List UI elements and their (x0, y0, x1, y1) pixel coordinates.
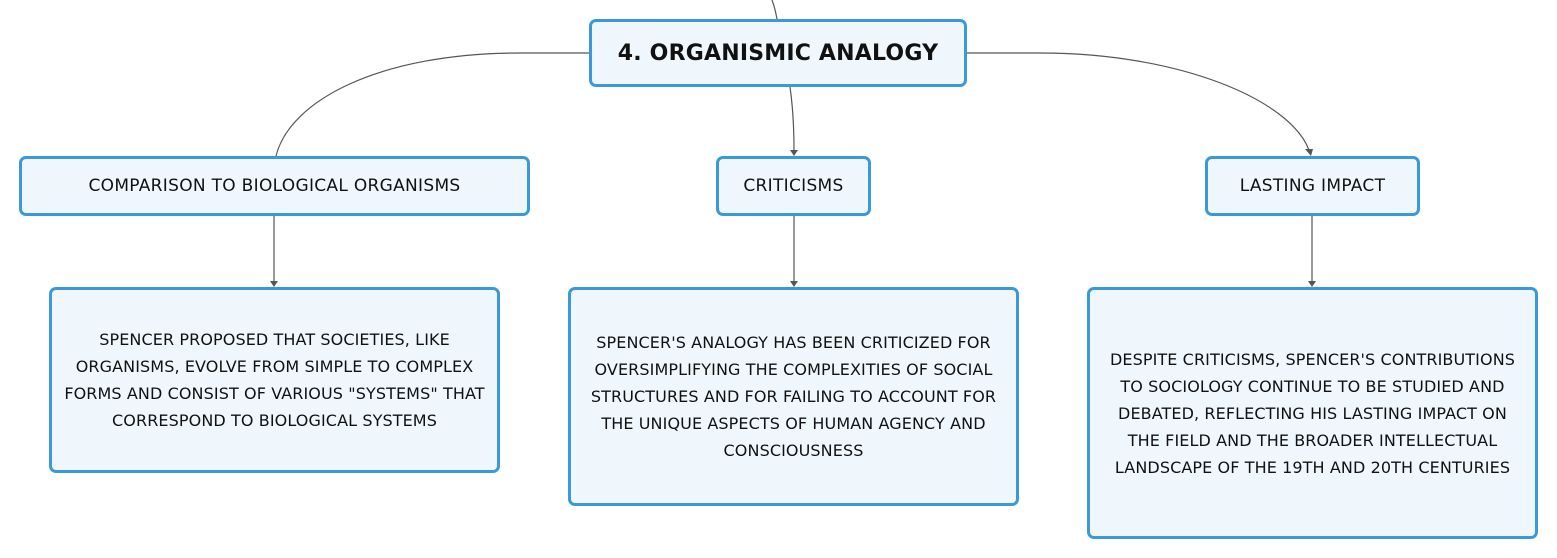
connector-lasting-impact-to-detail-arrow (1308, 281, 1316, 287)
connector-root-to-criticisms-arrow (790, 150, 798, 156)
branch-node-comparison[interactable]: COMPARISON TO BIOLOGICAL ORGANISMS (19, 156, 530, 216)
connector-criticisms-to-detail-arrow (790, 281, 798, 287)
detail-node-text: SPENCER'S ANALOGY HAS BEEN CRITICIZED FO… (590, 333, 997, 460)
connector-root-to-criticisms (789, 86, 795, 151)
detail-node-text: SPENCER PROPOSED THAT SOCIETIES, LIKE OR… (64, 330, 485, 430)
detail-node-criticisms[interactable]: SPENCER'S ANALOGY HAS BEEN CRITICIZED FO… (568, 287, 1019, 506)
detail-node-comparison[interactable]: SPENCER PROPOSED THAT SOCIETIES, LIKE OR… (49, 287, 500, 473)
connector-root-to-lasting-impact-arrow (1305, 149, 1313, 156)
connector-from-parent (771, 0, 778, 20)
branch-node-criticisms[interactable]: CRITICISMS (716, 156, 871, 216)
branch-node-label: LASTING IMPACT (1239, 176, 1386, 196)
root-node[interactable]: 4. ORGANISMIC ANALOGY (589, 19, 967, 87)
detail-node-lasting-impact[interactable]: DESPITE CRITICISMS, SPENCER'S CONTRIBUTI… (1087, 287, 1538, 539)
connector-comparison-to-detail-arrow (270, 281, 278, 287)
connector-root-to-comparison (275, 52, 589, 157)
branch-node-lasting-impact[interactable]: LASTING IMPACT (1205, 156, 1420, 216)
branch-node-label: COMPARISON TO BIOLOGICAL ORGANISMS (88, 176, 461, 196)
detail-node-text: DESPITE CRITICISMS, SPENCER'S CONTRIBUTI… (1109, 349, 1516, 477)
connector-root-to-lasting-impact (967, 52, 1310, 151)
branch-node-label: CRITICISMS (743, 176, 844, 196)
root-node-label: 4. ORGANISMIC ANALOGY (617, 40, 939, 66)
